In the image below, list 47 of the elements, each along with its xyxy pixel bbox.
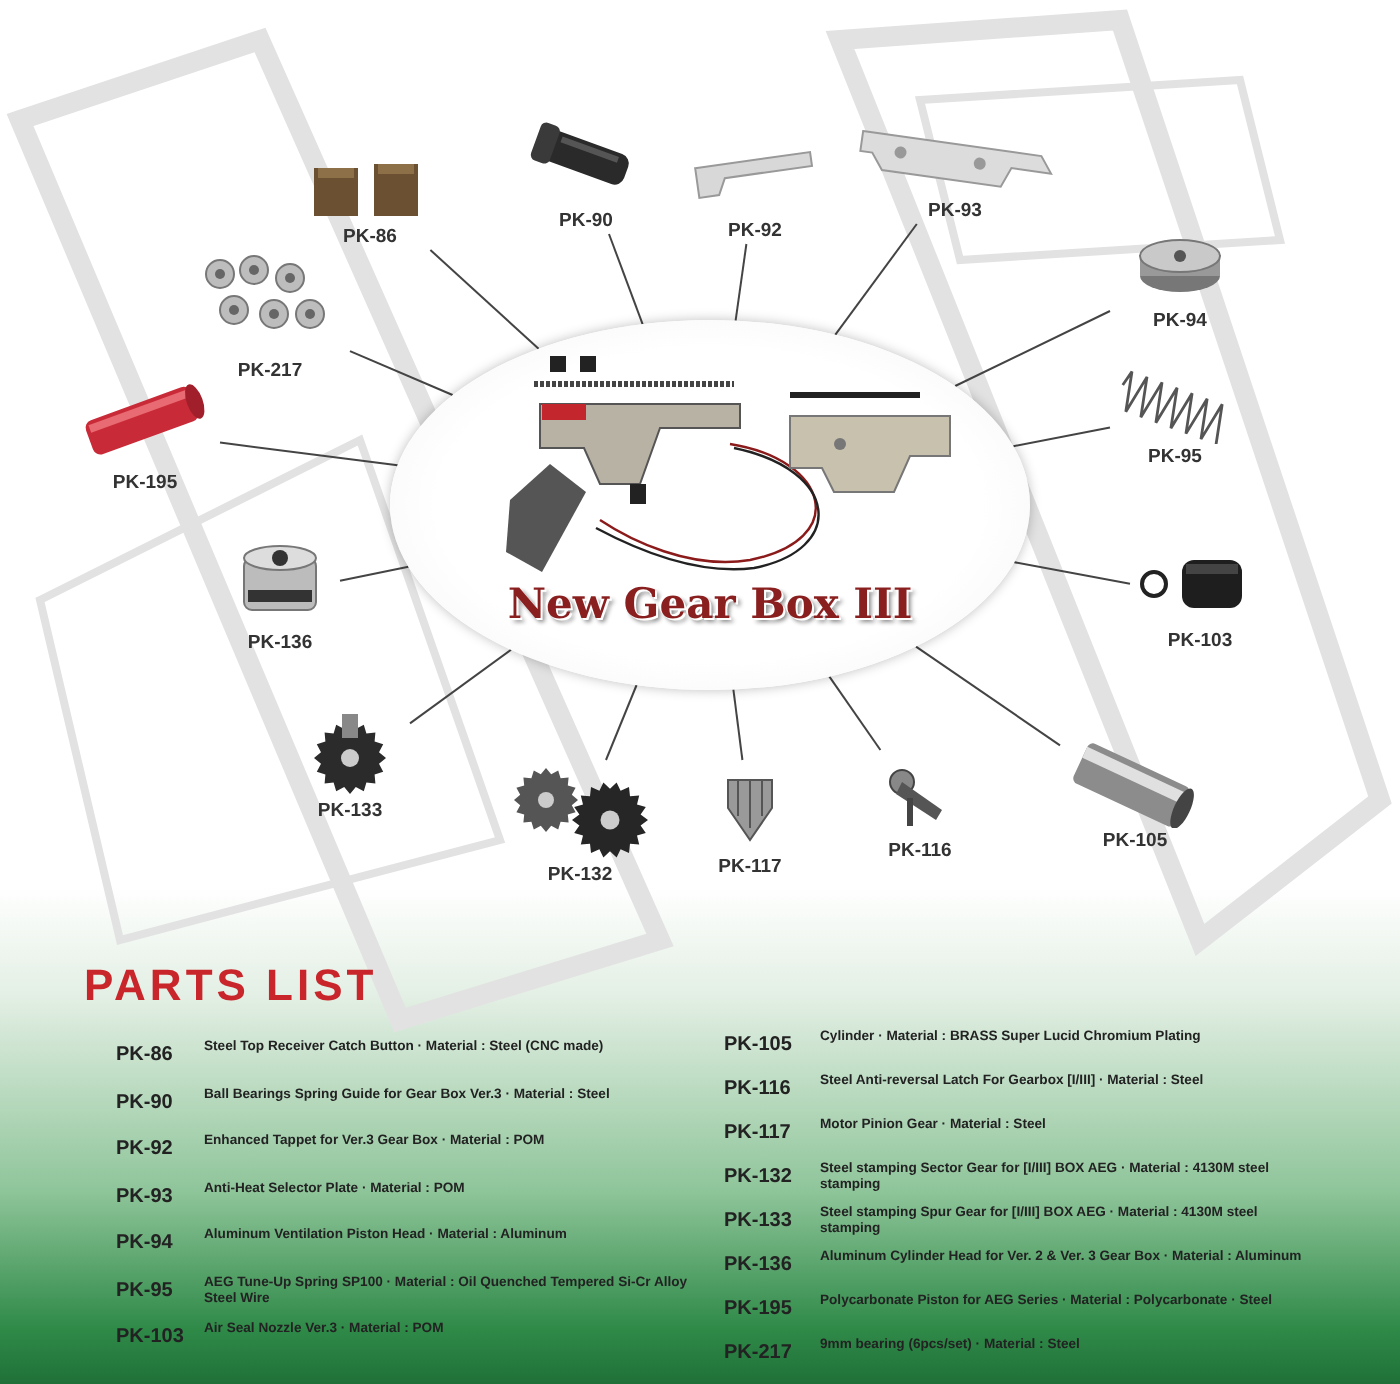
part-number: PK-105: [1100, 830, 1170, 854]
part-number: PK-217: [724, 1342, 792, 1364]
leader-line: [732, 688, 744, 761]
part-number: PK-103: [116, 1326, 184, 1348]
section-heading: PARTS LIST: [84, 960, 378, 1012]
part-number: PK-93: [926, 200, 984, 224]
leader-line: [734, 243, 748, 322]
part-number: PK-116: [724, 1078, 791, 1100]
part-number: PK-133: [724, 1210, 792, 1232]
part-number: PK-90: [116, 1091, 173, 1113]
leader-line: [349, 350, 454, 396]
leader-line: [429, 249, 540, 350]
part-number: PK-92: [116, 1138, 173, 1160]
part-number: PK-117: [724, 1122, 791, 1144]
part-number: PK-195: [724, 1298, 792, 1320]
part-number: PK-132: [545, 864, 615, 888]
part-number: PK-195: [110, 472, 180, 496]
leader-line: [339, 565, 410, 582]
leader-line: [954, 310, 1111, 387]
part-number: PK-116: [886, 840, 954, 864]
part-number: PK-103: [1165, 630, 1235, 654]
part-number: PK-93: [116, 1185, 173, 1207]
part-number: PK-90: [557, 210, 615, 234]
part-number: PK-86: [341, 226, 399, 250]
part-number: PK-95: [116, 1279, 173, 1301]
leader-line: [834, 223, 918, 336]
part-number: PK-95: [1146, 446, 1204, 470]
leader-line: [605, 684, 638, 761]
product-title: New Gear Box III: [505, 578, 915, 630]
part-number: PK-105: [724, 1034, 792, 1056]
part-number: PK-92: [726, 220, 784, 244]
part-number: PK-136: [724, 1254, 792, 1276]
part-number: PK-133: [315, 800, 385, 824]
leader-line: [219, 441, 399, 467]
part-number: PK-94: [116, 1232, 173, 1254]
part-number: PK-217: [235, 360, 305, 384]
part-number: PK-94: [1151, 310, 1209, 334]
leader-line: [1012, 426, 1111, 448]
leader-line: [1013, 561, 1131, 585]
part-number: PK-132: [724, 1166, 792, 1188]
leader-line: [828, 675, 882, 751]
part-number: PK-86: [116, 1044, 173, 1066]
part-number: PK-136: [245, 632, 315, 656]
leader-line: [608, 233, 644, 326]
leader-line: [915, 645, 1061, 747]
leader-line: [409, 648, 512, 725]
part-number: PK-117: [716, 856, 784, 880]
